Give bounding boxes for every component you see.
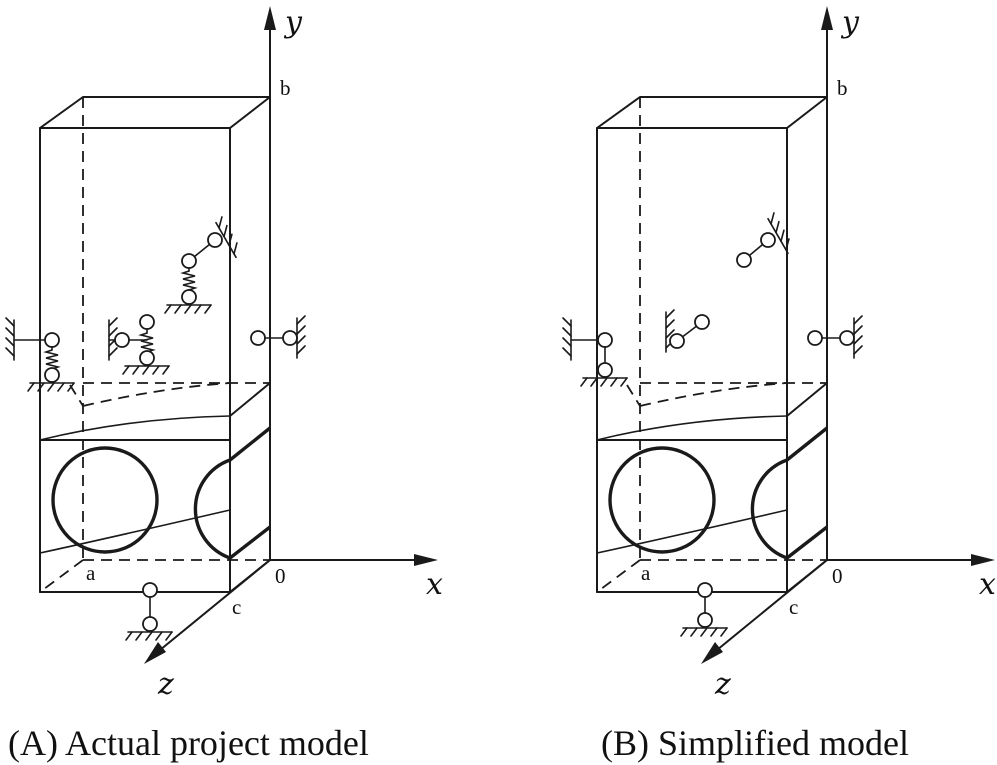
z-axis-label-b: z <box>714 667 731 702</box>
origin-a: 0 <box>275 564 286 588</box>
support-left-b <box>562 317 628 387</box>
panel-a: y x z b a c 0 (A) Actual project model <box>5 4 443 763</box>
support-bottom-b <box>680 582 728 637</box>
y-axis-label-a: y <box>283 5 303 40</box>
point-c-b: c <box>789 595 798 619</box>
support-top-a <box>164 216 244 314</box>
support-top-b <box>736 212 796 268</box>
support-right-b <box>807 315 863 359</box>
x-axis-label-a: x <box>426 567 443 602</box>
point-a-b: a <box>641 561 651 585</box>
caption-b: (B) Simplified model <box>601 723 909 763</box>
point-c-a: c <box>232 595 241 619</box>
point-a-a: a <box>86 561 96 585</box>
point-b-a: b <box>280 76 291 100</box>
support-left-a <box>5 317 75 392</box>
y-axis-label-b: y <box>840 5 860 40</box>
support-mid-b <box>665 309 710 353</box>
x-axis-label-b: x <box>979 567 996 602</box>
panel-b: y x z b a c 0 (B) Simplified model <box>562 4 997 763</box>
support-bottom-a <box>125 582 173 641</box>
support-mid-a <box>108 314 170 375</box>
support-right-a <box>250 315 306 359</box>
point-b-b: b <box>837 76 848 100</box>
origin-b: 0 <box>832 564 843 588</box>
z-axis-label-a: z <box>157 667 174 702</box>
caption-a: (A) Actual project model <box>8 723 369 763</box>
